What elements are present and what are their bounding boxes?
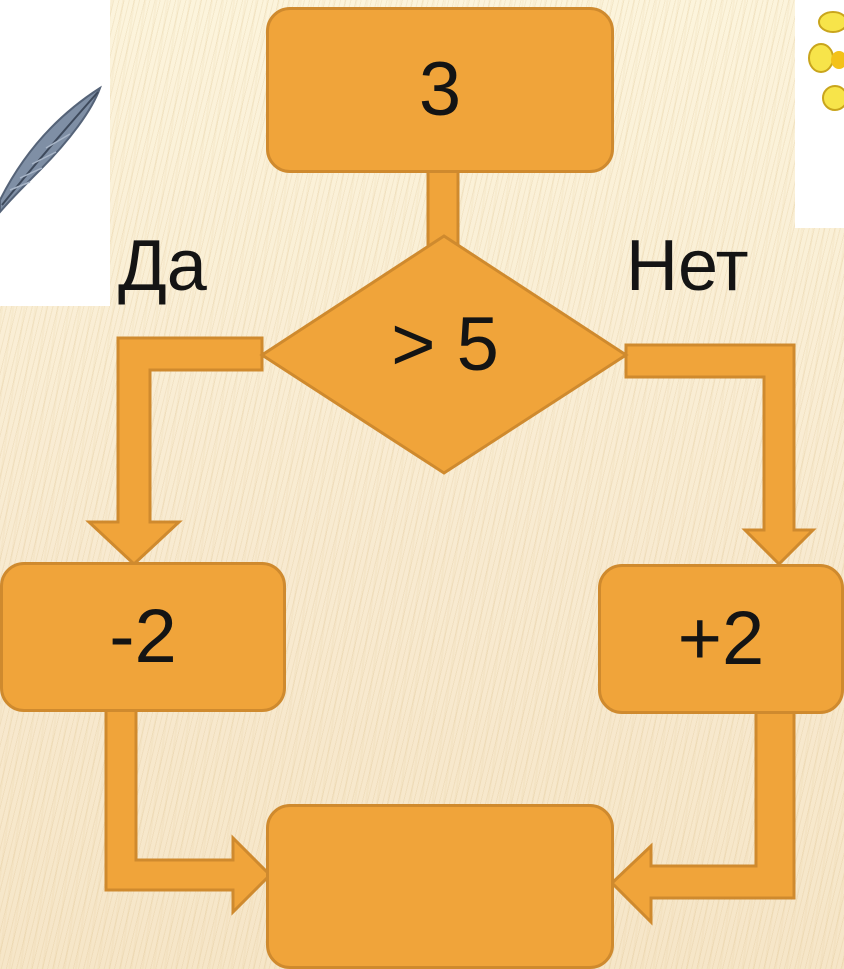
- yes-merge-arrow: [104, 706, 273, 916]
- feather-quill-icon: [0, 85, 102, 214]
- feather-picture: [0, 0, 110, 306]
- no-label: Нет: [626, 226, 749, 306]
- yellow-flower-icon: [808, 11, 844, 111]
- no-action-box: +2: [598, 564, 844, 714]
- decision-diamond: [259, 234, 629, 475]
- no-branch-arrow: [624, 343, 817, 567]
- no-merge-arrow: [609, 708, 796, 926]
- no-action-label: +2: [677, 596, 765, 681]
- yes-action-box: -2: [0, 562, 286, 712]
- start-value: 3: [418, 47, 462, 132]
- yes-label: Да: [118, 226, 207, 306]
- result-box: [266, 804, 614, 969]
- flower-picture: [795, 0, 844, 228]
- start-box: 3: [266, 7, 614, 173]
- yes-action-label: -2: [109, 594, 177, 679]
- condition-label: > 5: [391, 302, 499, 387]
- yes-branch-arrow: [85, 336, 264, 567]
